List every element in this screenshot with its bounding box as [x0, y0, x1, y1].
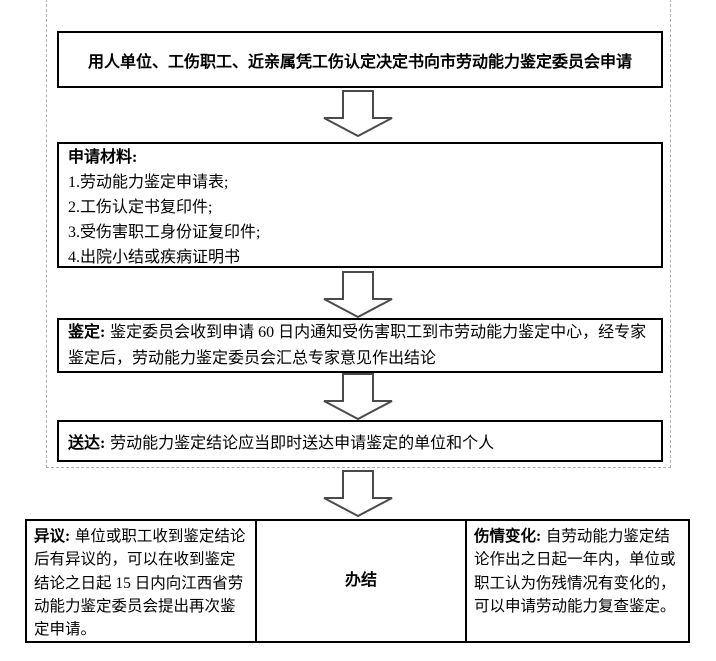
condition-change-label: 伤情变化: [474, 528, 542, 545]
deliver-label: 送达: [68, 435, 106, 452]
objection-text: 单位或职工收到鉴定结论后有异议的，可以在收到鉴定结论之日起 15 日内向江西省劳… [34, 528, 246, 639]
down-arrow-icon [323, 470, 393, 517]
condition-change-text: 自劳动能力鉴定结论作出之日起一年内，单位或职工认为伤残情况有变化的，可以申请劳动… [474, 528, 676, 615]
material-item-4: 4.出院小结或疾病证明书 [68, 249, 241, 266]
material-item-2: 2.工伤认定书复印件; [68, 199, 213, 216]
text-boundary [46, 0, 671, 468]
complete-text: 办结 [344, 572, 377, 590]
objection-label: 异议: [34, 528, 71, 545]
flow-step-apply: 用人单位、工伤职工、近亲属凭工伤认定决定书向市劳动能力鉴定委员会申请 [57, 31, 663, 88]
flow-step-deliver: 送达:劳动能力鉴定结论应当即时送达申请鉴定的单位和个人 [57, 420, 663, 462]
down-arrow-icon [323, 271, 393, 318]
flow-step-assess: 鉴定:鉴定委员会收到申请 60 日内通知受伤害职工到市劳动能力鉴定中心，经专家鉴… [57, 318, 663, 373]
assess-text: 鉴定委员会收到申请 60 日内通知受伤害职工到市劳动能力鉴定中心，经专家鉴定后，… [68, 324, 647, 367]
outcome-table: 异议:单位或职工收到鉴定结论后有异议的，可以在收到鉴定结论之日起 15 日内向江… [25, 519, 690, 643]
assess-label: 鉴定: [68, 324, 106, 341]
outcome-complete-cell: 办结 [257, 521, 467, 641]
material-item-3: 3.受伤害职工身份证复印件; [68, 224, 261, 241]
down-arrow-icon [323, 90, 393, 137]
apply-text: 用人单位、工伤职工、近亲属凭工伤认定决定书向市劳动能力鉴定委员会申请 [87, 53, 632, 71]
deliver-line: 送达:劳动能力鉴定结论应当即时送达申请鉴定的单位和个人 [68, 429, 494, 453]
deliver-text: 劳动能力鉴定结论应当即时送达申请鉴定的单位和个人 [110, 435, 495, 452]
materials-label: 申请材料: [68, 149, 138, 166]
outcome-objection-cell: 异议:单位或职工收到鉴定结论后有异议的，可以在收到鉴定结论之日起 15 日内向江… [27, 521, 257, 641]
flow-step-materials: 申请材料: 1.劳动能力鉴定申请表; 2.工伤认定书复印件; 3.受伤害职工身份… [57, 142, 663, 268]
outcome-condition-change-cell: 伤情变化:自劳动能力鉴定结论作出之日起一年内，单位或职工认为伤残情况有变化的，可… [467, 521, 688, 641]
down-arrow-icon [323, 373, 393, 420]
material-item-1: 1.劳动能力鉴定申请表; [68, 174, 229, 191]
